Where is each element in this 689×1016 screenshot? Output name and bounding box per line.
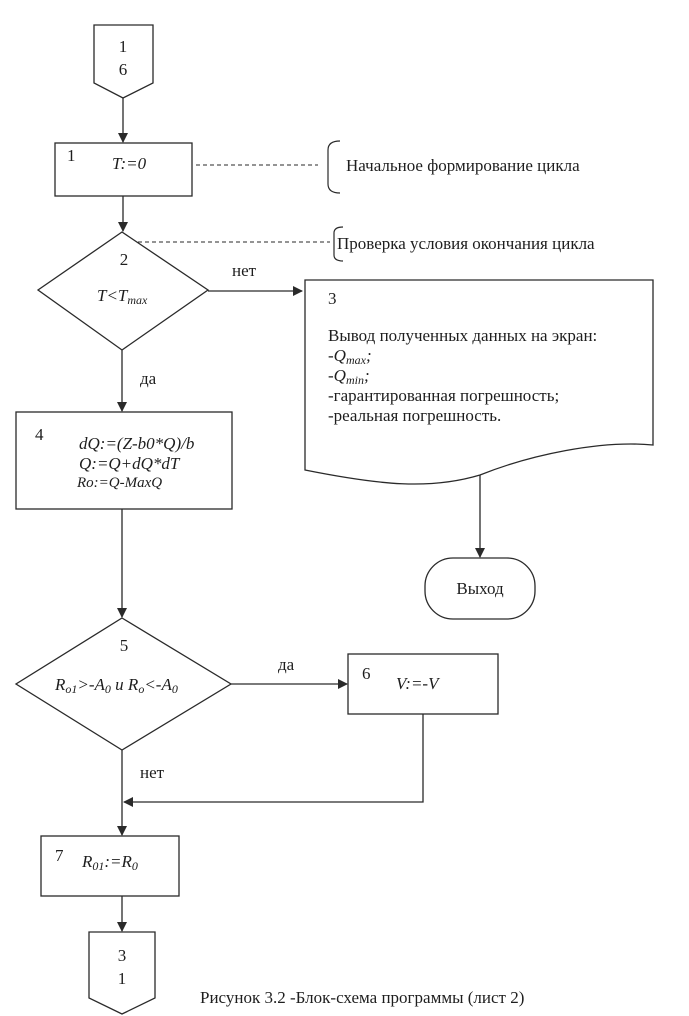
block-3-line-real: -реальная погрешность. <box>328 406 501 425</box>
block-3-number: 3 <box>328 289 337 308</box>
block-5-decision: 5 Ro1>-A0 и Ro<-A0 <box>14 617 233 751</box>
block-4-number: 4 <box>35 425 44 444</box>
cond-sub: o <box>138 682 144 696</box>
item-suffix: ; <box>364 366 370 385</box>
assign-rhs-sub: 0 <box>132 859 138 873</box>
item-var: Q <box>334 366 346 385</box>
edge-label-b5-yes: да <box>278 655 295 674</box>
block-3-output: 3 Вывод полученных данных на экран: -Qma… <box>304 279 654 485</box>
item-sub: min <box>346 373 364 387</box>
block-3-line-guaranteed: -гарантированная погрешность; <box>328 386 559 405</box>
block-3-item-qmax: -Qmax; <box>328 346 372 367</box>
block-6-number: 6 <box>362 664 371 683</box>
edge-label-b2-no: нет <box>232 261 257 280</box>
cond-and: и <box>111 675 128 694</box>
item-prefix: - <box>328 346 334 365</box>
block-3-title: Вывод полученных данных на экран: <box>328 326 597 345</box>
block-2-cond-sub: max <box>127 293 148 307</box>
connector-out-line1: 3 <box>118 946 127 965</box>
block-2-decision: 2 T<Tmax <box>36 231 210 351</box>
connector-in-line2: 6 <box>119 60 128 79</box>
connector-out-line2: 1 <box>118 969 127 988</box>
exit-text: Выход <box>456 579 504 598</box>
comment-1-text: Начальное формирование цикла <box>346 156 580 175</box>
cond-sub: o1 <box>65 682 77 696</box>
item-sub: max <box>346 353 367 367</box>
assign-lhs-sub: 01 <box>92 859 104 873</box>
exit-terminator: Выход <box>424 557 536 620</box>
cond-part: R <box>54 675 66 694</box>
block-4-line-3: Ro:=Q-MaxQ <box>76 475 162 491</box>
block-2-number: 2 <box>120 250 129 269</box>
item-suffix: ; <box>366 346 372 365</box>
block-1-number: 1 <box>67 146 76 165</box>
assign-op: :=R <box>104 852 132 871</box>
block-2-condition: T<Tmax <box>97 286 148 307</box>
cond-part: >-A <box>77 675 105 694</box>
edge-label-b5-no: нет <box>140 763 165 782</box>
block-7-process: 7 R01:=R0 <box>40 835 180 897</box>
comment-1-bracket <box>327 140 341 194</box>
block-5-condition: Ro1>-A0 и Ro<-A0 <box>54 675 178 696</box>
comment-2-bracket <box>333 226 344 262</box>
item-prefix: - <box>328 366 334 385</box>
cond-part: R <box>127 675 139 694</box>
block-3-item-qmin: -Qmin; <box>328 366 370 387</box>
connector-in-line1: 1 <box>119 37 128 56</box>
block-7-text: R01:=R0 <box>81 852 138 873</box>
cond-sub: 0 <box>105 682 111 696</box>
block-4-line-1: dQ:=(Z-b0*Q)/b <box>79 434 194 453</box>
figure-caption: Рисунок 3.2 -Блок-схема программы (лист … <box>200 988 524 1007</box>
block-4-line-2: Q:=Q+dQ*dT <box>79 454 181 473</box>
block-2-cond-main: T<T <box>97 286 129 305</box>
cond-part: <-A <box>144 675 172 694</box>
item-var: Q <box>334 346 346 365</box>
block-7-number: 7 <box>55 846 64 865</box>
connector-in: 1 6 <box>93 24 154 99</box>
block-1-text: T:=0 <box>112 154 147 173</box>
block-6-process: 6 V:=-V <box>347 653 499 715</box>
comment-2-text: Проверка условия окончания цикла <box>337 234 595 253</box>
assign-lhs: R <box>81 852 93 871</box>
block-1-process: 1 T:=0 <box>54 142 193 197</box>
block-4-process: 4 dQ:=(Z-b0*Q)/b Q:=Q+dQ*dT Ro:=Q-MaxQ <box>15 411 233 510</box>
block-6-text: V:=-V <box>396 674 441 693</box>
block-5-number: 5 <box>120 636 129 655</box>
flow-arrow-merge <box>123 714 424 807</box>
cond-sub: 0 <box>172 682 178 696</box>
connector-out: 3 1 <box>88 931 156 1015</box>
edge-label-b2-yes: да <box>140 369 157 388</box>
